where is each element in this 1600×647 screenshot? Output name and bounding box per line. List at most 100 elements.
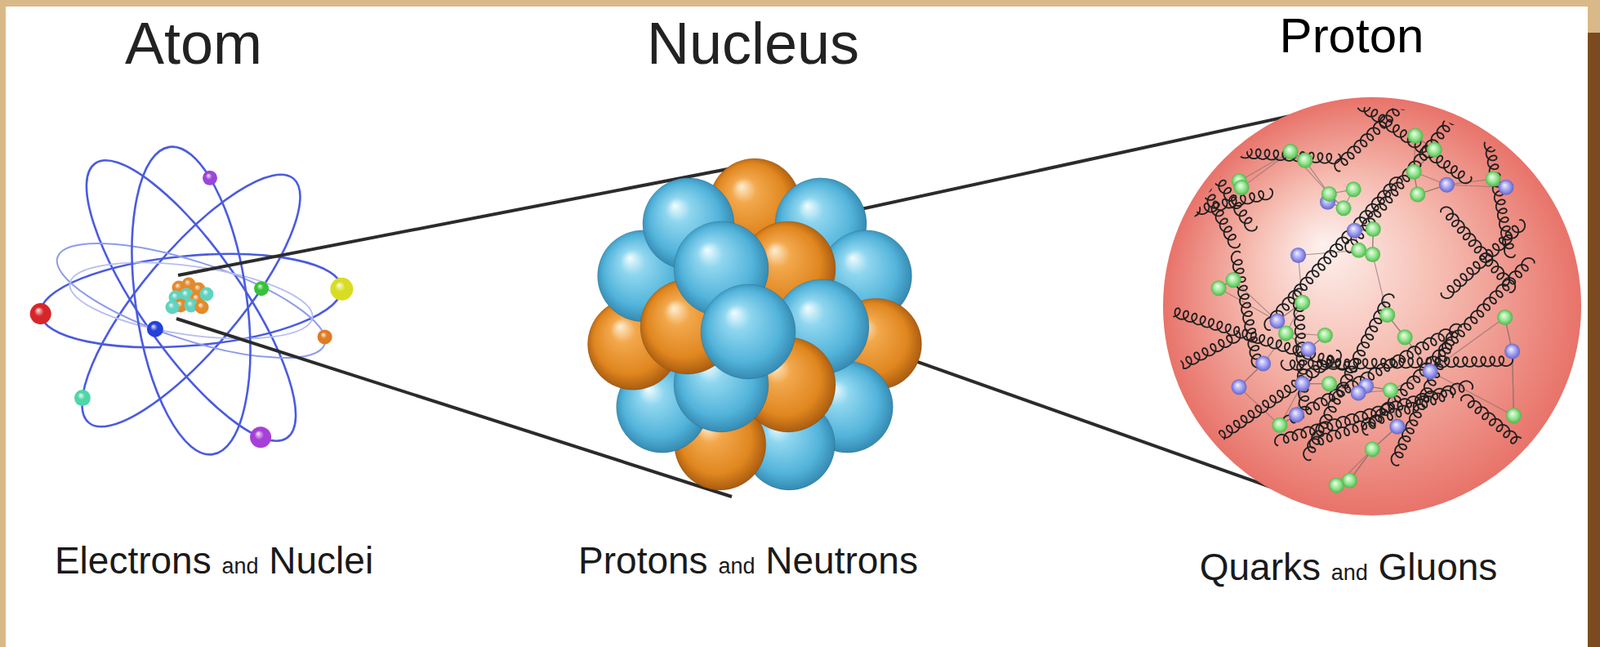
electron-orbit — [51, 147, 332, 455]
quark-dot — [1255, 356, 1271, 372]
quark-dot — [1382, 382, 1399, 398]
label-slot: Electrons and Nuclei — [54, 539, 374, 583]
panel-caption: Quarks and Gluons — [1199, 545, 1498, 589]
panel-title: Proton — [1279, 7, 1425, 64]
quark-dot — [1350, 385, 1367, 402]
quark-dot — [1294, 375, 1311, 392]
panel-caption: Electrons and Nuclei — [54, 539, 374, 583]
quark-dot — [1407, 128, 1423, 144]
quark-dot — [1422, 363, 1439, 379]
quark-dot — [1317, 327, 1333, 344]
gluon-spring — [1472, 75, 1516, 258]
quark-dot — [1336, 200, 1352, 216]
gluon-spring — [1310, 390, 1454, 449]
quark-dot — [1211, 280, 1227, 296]
gluon-spring — [1131, 53, 1257, 232]
quark-dot — [1350, 242, 1367, 259]
quark-dot — [1296, 152, 1313, 169]
quark-dot — [1271, 417, 1288, 433]
electron — [249, 426, 272, 448]
caption-word: Neutrons — [765, 539, 919, 582]
electron — [147, 320, 164, 338]
gluon-spring — [1461, 394, 1546, 468]
frame-top — [0, 0, 1600, 7]
gluon-spring — [1146, 350, 1342, 488]
electron — [317, 329, 333, 344]
proton-interior — [1047, 53, 1546, 494]
quark-dot — [1321, 375, 1338, 392]
gluon-spring — [1282, 329, 1452, 428]
nucleus-drawing — [588, 158, 923, 491]
zoom-line — [178, 163, 758, 276]
caption-word: and — [717, 553, 755, 579]
label-slot: Protons and Neutrons — [578, 539, 919, 583]
caption-word: Protons — [578, 539, 709, 582]
quark-dot — [1230, 378, 1247, 395]
electron — [254, 280, 269, 296]
quark-link — [1372, 254, 1388, 315]
gluon-spring — [1334, 59, 1451, 171]
caption-word: Gluons — [1378, 545, 1498, 589]
label-slot: Atom — [124, 9, 263, 78]
electron — [30, 303, 52, 325]
quark-dot — [1225, 271, 1242, 288]
caption-word: and — [221, 553, 259, 579]
quark-dot — [1439, 177, 1455, 193]
quark-dot — [1234, 179, 1250, 196]
electron-orbit — [65, 249, 318, 353]
quark-dot — [1409, 186, 1426, 202]
label-slot: Quarks and Gluons — [1199, 545, 1498, 589]
proton-sphere — [1163, 97, 1582, 516]
gluon-spring — [1391, 324, 1462, 466]
quark-dot — [1506, 407, 1522, 424]
caption-word: Nuclei — [268, 539, 374, 582]
frame-left — [0, 0, 6, 647]
quark-dot — [1379, 307, 1395, 323]
zoom-lines — [176, 106, 1332, 497]
gluon-spring — [1047, 330, 1241, 437]
electron — [329, 277, 353, 301]
quark-dot — [1504, 343, 1520, 360]
gluon-spring — [1154, 91, 1240, 248]
quark-link — [1430, 371, 1514, 416]
gluon-spring — [1313, 68, 1471, 183]
frame-corner — [1587, 0, 1600, 33]
quark-dot — [1406, 164, 1422, 180]
gluon-spring — [1231, 251, 1263, 369]
gluon-spring — [1440, 219, 1525, 299]
electron-orbit — [114, 138, 268, 462]
caption-word: Quarks — [1199, 545, 1321, 589]
label-slot: Proton — [1279, 7, 1425, 64]
gluon-spring — [1345, 82, 1485, 253]
caption-word: and — [1331, 560, 1369, 585]
quark-dot — [1269, 312, 1285, 329]
gluon-spring — [1194, 145, 1341, 164]
quark-dot — [1426, 142, 1443, 158]
quark-dot — [1364, 441, 1381, 457]
nucleon-ball — [200, 287, 214, 302]
quark-dot — [1389, 418, 1405, 435]
quark-dot — [1364, 246, 1381, 263]
quark-dot — [1345, 181, 1362, 197]
neutron-sphere — [700, 284, 796, 379]
quark-dot — [1497, 179, 1514, 196]
electron — [74, 389, 91, 406]
nucleon-ball — [165, 300, 180, 315]
quark-dot — [1294, 294, 1311, 311]
quark-dot — [1290, 247, 1306, 263]
quark-dot — [1300, 341, 1316, 357]
atom-drawing — [30, 134, 354, 468]
frame-right — [1587, 0, 1600, 647]
panel-title: Atom — [124, 9, 263, 78]
quark-dot — [1283, 143, 1299, 160]
quark-dot — [1321, 186, 1338, 202]
quark-dot — [1346, 222, 1363, 239]
quark-link — [1290, 151, 1329, 194]
electron — [202, 170, 218, 186]
quark-dot — [1288, 406, 1305, 423]
quark-dot — [1497, 309, 1513, 326]
quark-dot — [1397, 329, 1413, 345]
quark-dot — [1485, 170, 1502, 187]
caption-word: Electrons — [54, 539, 212, 582]
panel-title: Nucleus — [646, 9, 860, 78]
